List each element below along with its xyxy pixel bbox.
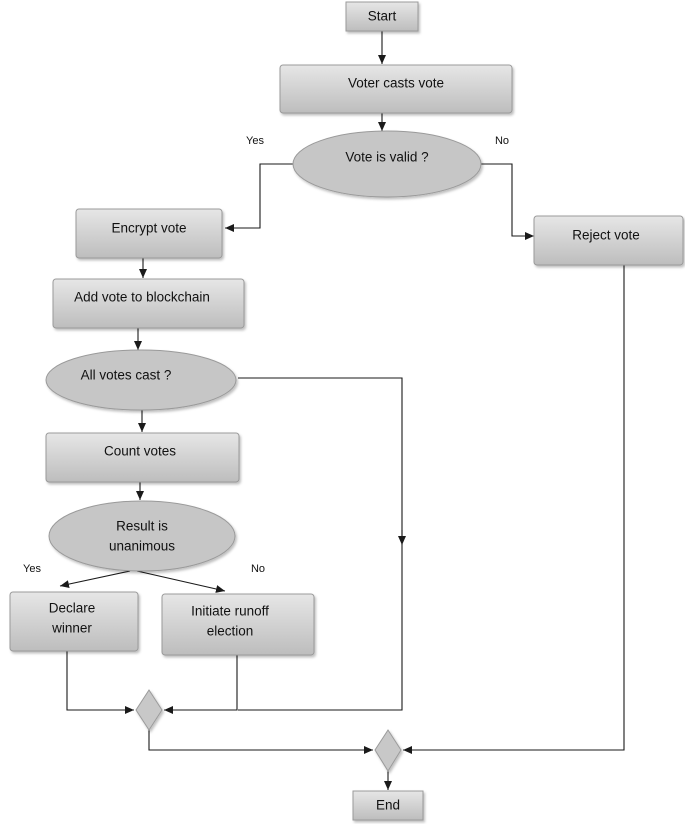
edge-label-valid-yes: Yes bbox=[246, 135, 264, 147]
end-node[interactable]: End bbox=[352, 790, 424, 821]
edge-unanimous-yes-to-declare bbox=[59, 570, 131, 589]
add-vote-to-blockchain-label: Add vote to blockchain bbox=[74, 290, 210, 305]
reject-vote-label: Reject vote bbox=[572, 228, 640, 243]
end-node-label: End bbox=[376, 798, 400, 813]
edge-merge-to-final-merge bbox=[148, 728, 373, 754]
reject-vote-node[interactable]: Reject vote bbox=[533, 215, 684, 266]
edge-unanimous-no-to-runoff bbox=[136, 570, 226, 593]
initiate-runoff-label-line2: election bbox=[207, 624, 254, 639]
final-merge-diamond bbox=[374, 729, 402, 772]
start-node[interactable]: Start bbox=[345, 1, 419, 32]
edge-valid-no-to-reject bbox=[478, 163, 534, 240]
voter-casts-vote-label: Voter casts vote bbox=[348, 76, 444, 91]
all-votes-cast-decision[interactable]: All votes cast ? bbox=[45, 349, 237, 411]
connectors bbox=[59, 31, 625, 790]
edge-label-unanimous-yes: Yes bbox=[23, 563, 41, 575]
initiate-runoff-label-line1: Initiate runoff bbox=[191, 604, 269, 619]
start-node-label: Start bbox=[368, 9, 397, 24]
edge-reject-to-final-merge bbox=[403, 265, 625, 754]
count-votes-label: Count votes bbox=[104, 444, 176, 459]
result-is-unanimous-label-line1: Result is bbox=[116, 519, 168, 534]
count-votes-node[interactable]: Count votes bbox=[45, 432, 240, 483]
all-votes-cast-label: All votes cast ? bbox=[81, 368, 172, 383]
vote-is-valid-decision[interactable]: Vote is valid ? bbox=[292, 130, 482, 198]
encrypt-vote-node[interactable]: Encrypt vote bbox=[75, 208, 223, 259]
voter-casts-vote-node[interactable]: Voter casts vote bbox=[279, 64, 513, 114]
edge-all-cast-to-merge bbox=[238, 377, 403, 711]
encrypt-vote-label: Encrypt vote bbox=[111, 221, 186, 236]
add-vote-to-blockchain-node[interactable]: Add vote to blockchain bbox=[52, 278, 245, 329]
edge-valid-yes-to-encrypt bbox=[225, 163, 295, 232]
initiate-runoff-election-node[interactable]: Initiate runoff election bbox=[161, 593, 315, 656]
declare-winner-node[interactable]: Declare winner bbox=[9, 591, 139, 652]
declare-winner-label-line1: Declare bbox=[49, 601, 96, 616]
edge-runoff-to-merge bbox=[164, 655, 238, 714]
result-is-unanimous-label-line2: unanimous bbox=[109, 539, 175, 554]
edge-label-valid-no: No bbox=[495, 135, 509, 147]
merge-diamond bbox=[135, 689, 163, 731]
edge-label-unanimous-no: No bbox=[251, 563, 265, 575]
vote-is-valid-label: Vote is valid ? bbox=[345, 150, 428, 165]
edge-declare-to-merge bbox=[66, 651, 134, 714]
result-is-unanimous-decision[interactable]: Result is unanimous bbox=[48, 500, 236, 572]
declare-winner-label-line2: winner bbox=[51, 621, 92, 636]
